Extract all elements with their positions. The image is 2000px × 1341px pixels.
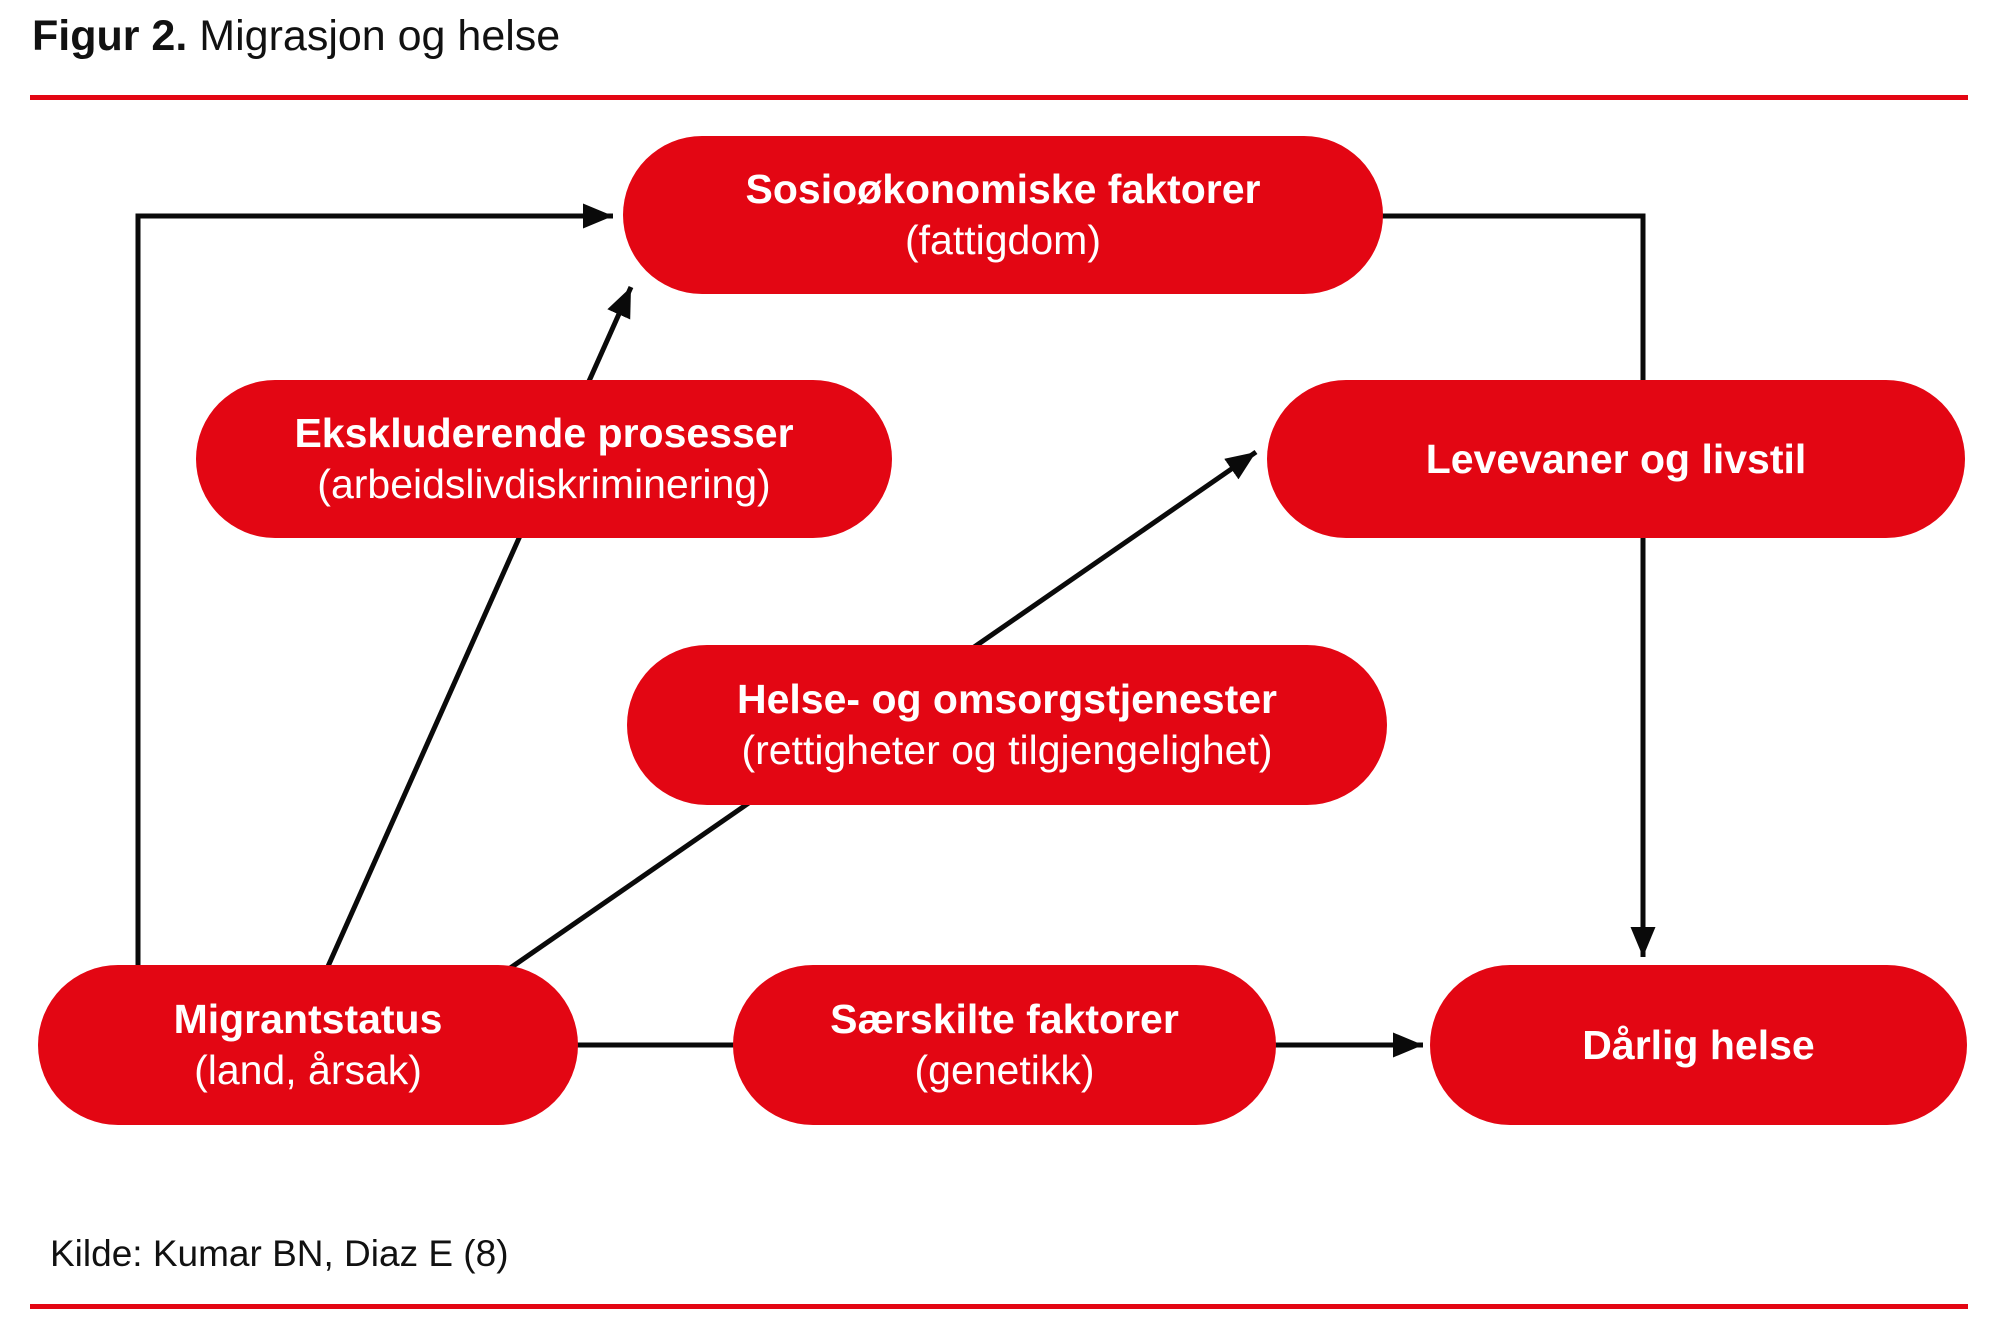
node-sosiookonomiske-faktorer: Sosioøkonomiske faktorer (fattigdom) xyxy=(623,136,1383,294)
node-levevaner-og-livstil: Levevaner og livstil xyxy=(1267,380,1965,538)
arrow-migrantstatus-to-sosiookonomiske-elbow xyxy=(135,203,613,1040)
node-label: Migrantstatus xyxy=(173,996,443,1043)
node-label: Dårlig helse xyxy=(1582,1021,1815,1068)
node-sublabel: (genetikk) xyxy=(914,1047,1095,1093)
top-red-rule xyxy=(30,95,1968,100)
figure-title-text: Migrasjon og helse xyxy=(199,12,561,60)
node-migrantstatus: Migrantstatus (land, årsak) xyxy=(38,965,578,1125)
node-label: Levevaner og livstil xyxy=(1425,435,1807,482)
node-daarlig-helse: Dårlig helse xyxy=(1430,965,1967,1125)
node-sublabel: (arbeidslivdiskriminering) xyxy=(317,461,771,507)
figure-title: Figur 2.Migrasjon og helse xyxy=(32,12,560,61)
node-label: Helse- og omsorgstjenester xyxy=(737,676,1277,723)
node-label: Ekskluderende prosesser xyxy=(294,410,794,457)
node-ekskluderende-prosesser: Ekskluderende prosesser (arbeidslivdiskr… xyxy=(196,380,892,538)
node-helse-og-omsorgstjenester: Helse- og omsorgstjenester (rettigheter … xyxy=(627,645,1387,805)
node-sublabel: (fattigdom) xyxy=(905,217,1101,263)
source-citation: Kilde: Kumar BN, Diaz E (8) xyxy=(50,1233,509,1274)
node-label: Særskilte faktorer xyxy=(830,996,1179,1043)
node-saerskilte-faktorer: Særskilte faktorer (genetikk) xyxy=(733,965,1276,1125)
node-sublabel: (land, årsak) xyxy=(194,1047,422,1093)
figure-number: Figur 2. xyxy=(32,12,188,60)
connector-sosiookonomiske-to-levevaner-elbow xyxy=(1382,213,1646,383)
bottom-red-rule xyxy=(30,1304,1968,1309)
node-sublabel: (rettigheter og tilgjengelighet) xyxy=(741,727,1273,773)
node-label: Sosioøkonomiske faktorer xyxy=(745,166,1261,213)
